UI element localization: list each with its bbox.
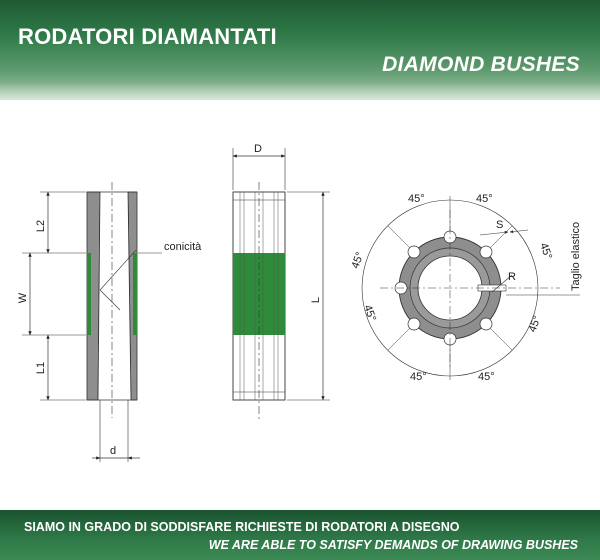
header-banner: RODATORI DIAMANTATI DIAMOND BUSHES [0, 0, 600, 100]
dim-label-l2: L2 [35, 220, 47, 232]
dim-label-d-small: d [110, 445, 116, 457]
footer-text-italian: SIAMO IN GRADO DI SODDISFARE RICHIESTE D… [24, 520, 460, 534]
title-italian: RODATORI DIAMANTATI [18, 24, 277, 49]
end-view: S R Taglio elastico 45° 45° 45° 45° 45° … [349, 193, 582, 383]
title-english: DIAMOND BUSHES [382, 53, 580, 76]
dim-label-d-large: D [254, 143, 262, 155]
callout-taglio-elastico: Taglio elastico [570, 222, 582, 291]
angle-label: 45° [410, 371, 427, 383]
angle-label: 45° [349, 251, 366, 271]
side-view: D L [232, 143, 330, 420]
drawing-svg: L2 W L1 d conicità [17, 143, 582, 462]
technical-drawing: L2 W L1 d conicità [0, 100, 600, 510]
dim-label-r: R [508, 271, 516, 283]
angle-label: 45° [527, 314, 544, 334]
dim-label-l: L [310, 297, 322, 303]
dim-label-l1: L1 [35, 362, 47, 374]
footer-text-english: WE ARE ABLE TO SATISFY DEMANDS OF DRAWIN… [208, 538, 578, 552]
angle-label: 45° [478, 371, 495, 383]
diamond-band-left [87, 253, 91, 335]
callout-conicita: conicità [164, 241, 202, 253]
angle-label: 45° [408, 193, 425, 205]
angle-label: 45° [476, 193, 493, 205]
dim-label-w: W [17, 292, 29, 303]
footer-banner: SIAMO IN GRADO DI SODDISFARE RICHIESTE D… [0, 510, 600, 560]
diamond-band-right [133, 253, 137, 335]
section-view: L2 W L1 d conicità [17, 182, 202, 462]
angle-label: 45° [537, 241, 554, 261]
angle-label: 45° [361, 303, 378, 323]
dim-label-s: S [496, 219, 503, 231]
